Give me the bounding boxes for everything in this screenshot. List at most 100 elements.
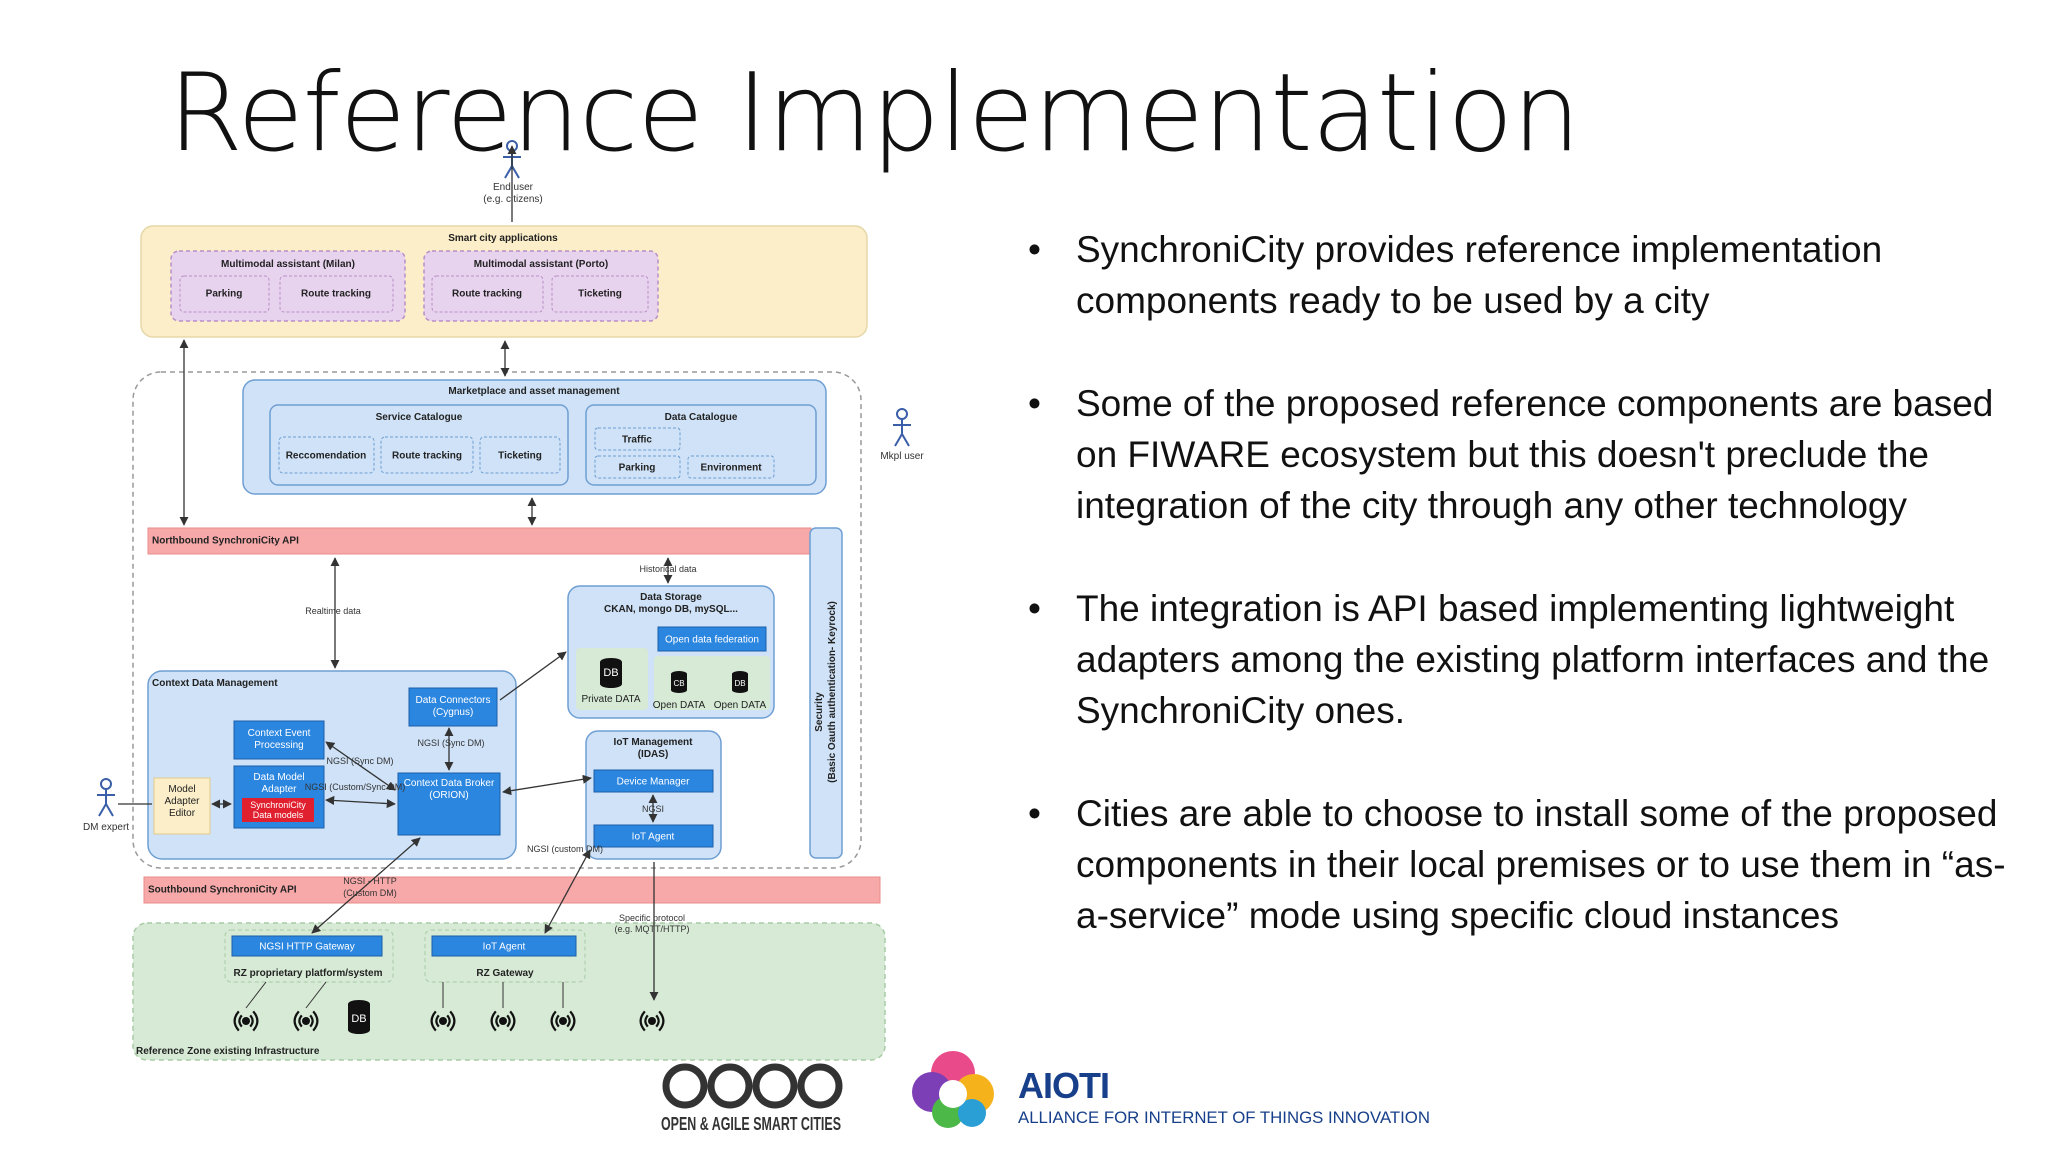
ngsi-gateway-label: NGSI HTTP Gateway: [259, 942, 354, 953]
cep-label-2: Processing: [254, 740, 303, 751]
platform-boundary: [132, 371, 862, 869]
sc-models-label-2: Data models: [253, 810, 304, 820]
device-manager-label: Device Manager: [617, 777, 690, 788]
model-editor-label: Model: [168, 784, 195, 795]
bullet-item: SynchroniCity provides reference impleme…: [1028, 224, 2028, 326]
data-traffic-label: Traffic: [622, 435, 652, 446]
mkpl-user-actor: [893, 408, 911, 447]
broker-label: Context Data Broker: [404, 778, 495, 789]
data-traffic: [594, 427, 681, 451]
reference-zone-title: Reference Zone existing Infrastructure: [136, 1046, 320, 1057]
rz-gateway-label: RZ Gateway: [476, 968, 534, 979]
milan-route-label: Route tracking: [301, 289, 371, 300]
connector-lines: [118, 145, 673, 1001]
dm-expert-label: DM expert: [83, 822, 129, 833]
db-small-label: DB: [734, 679, 745, 688]
service-catalogue-title: Service Catalogue: [376, 412, 463, 423]
sensor-icon: [233, 1010, 259, 1032]
porto-assistant-title: Multimodal assistant (Porto): [474, 259, 608, 270]
open-data-federation-label: Open data federation: [665, 635, 759, 646]
slide-title: Reference Implementation: [168, 51, 1581, 176]
database-icon: [671, 671, 687, 693]
porto-ticketing-label: Ticketing: [578, 289, 622, 300]
model-adapter-editor-box: [153, 777, 211, 835]
sc-models-label: SynchroniCity: [250, 800, 306, 810]
milan-route-tracking: [279, 275, 394, 313]
sensor-icon: [639, 1010, 665, 1032]
data-storage-subtitle: CKAN, mongo DB, mySQL...: [604, 604, 738, 615]
bullet-list: SynchroniCity provides reference impleme…: [1028, 224, 2028, 993]
data-connectors-box: [408, 687, 498, 727]
service-route-label: Route tracking: [392, 451, 462, 462]
data-parking-label: Parking: [619, 463, 656, 474]
rz-platform-label: RZ proprietary platform/system: [234, 968, 383, 979]
security-bar: [809, 527, 843, 859]
historical-data-label: Historical data: [639, 564, 696, 574]
open-data-label-2: Open DATA: [714, 700, 767, 711]
end-user-label: End user: [493, 182, 534, 193]
porto-ticketing: [551, 275, 649, 313]
dma-label: Data Model: [253, 772, 304, 783]
milan-parking-label: Parking: [206, 289, 243, 300]
sensor-icon: [430, 1010, 456, 1032]
aioti-logo-mark: [912, 1051, 994, 1128]
ngsi-custom-sync-label: NGSI (Custom/Sync DM): [305, 782, 406, 792]
service-ticketing: [479, 436, 561, 474]
ngsi-gateway-box: [231, 935, 383, 957]
private-data-label: Private DATA: [581, 694, 640, 705]
database-icon: [732, 671, 748, 693]
rz-iot-agent-label: IoT Agent: [483, 942, 526, 953]
ngsi-sync-dm-label: NGSI (Sync DM): [417, 738, 484, 748]
specific-protocol-label: Specific protocol: [619, 913, 685, 923]
specific-protocol-label-2: (e.g. MQTT/HTTP): [615, 924, 690, 934]
marketplace-title: Marketplace and asset management: [448, 386, 620, 397]
model-editor-label-2: Adapter: [164, 796, 200, 807]
aioti-tagline: ALLIANCE FOR INTERNET OF THINGS INNOVATI…: [1018, 1108, 1430, 1127]
security-label: Security: [814, 692, 825, 732]
cep-label: Context Event: [248, 728, 311, 739]
data-connectors-label: Data Connectors: [415, 695, 490, 706]
sensor-link: [245, 981, 267, 1009]
data-environment: [687, 455, 775, 479]
sensor-icon: [550, 1010, 576, 1032]
data-connectors-label-2: (Cygnus): [433, 707, 474, 718]
oasc-text: OPEN & AGILE SMART CITIES: [661, 1114, 841, 1134]
bullet-item: Some of the proposed reference component…: [1028, 378, 2028, 531]
aioti-name: AIOTI: [1018, 1065, 1109, 1106]
cb-label: CB: [673, 679, 684, 688]
sensor-icons: [233, 981, 665, 1032]
southbound-api-label: Southbound SynchroniCity API: [148, 885, 297, 896]
device-manager-box: [593, 769, 714, 793]
southbound-api-bar: [143, 876, 881, 904]
synchronicity-data-models-box: [242, 798, 314, 822]
rz-db-label: DB: [351, 1013, 366, 1025]
service-route-tracking: [380, 436, 474, 474]
iot-agent-box: [593, 824, 714, 848]
porto-route-tracking: [431, 275, 544, 313]
data-catalogue-title: Data Catalogue: [665, 412, 738, 423]
context-data-mgmt-title: Context Data Management: [152, 678, 278, 689]
ngsi-http-label-2: (Custom DM): [343, 888, 397, 898]
end-user-label-2: (e.g. citizens): [483, 194, 542, 205]
context-event-processing-box: [233, 720, 325, 760]
database-icon: [600, 658, 622, 688]
data-environment-label: Environment: [700, 463, 762, 474]
service-ticketing-label: Ticketing: [498, 451, 542, 462]
open-data-label-1: Open DATA: [653, 700, 706, 711]
rz-iot-agent-box: [431, 935, 577, 957]
iot-mgmt-title: IoT Management: [614, 737, 694, 748]
smart-city-apps-title: Smart city applications: [448, 233, 558, 244]
iot-agent-label: IoT Agent: [632, 832, 675, 843]
model-editor-label-3: Editor: [169, 808, 196, 819]
ngsi-label: NGSI: [642, 804, 664, 814]
service-reccomendation-label: Reccomendation: [286, 451, 367, 462]
bullet-item: Cities are able to choose to install som…: [1028, 788, 2028, 941]
ngsi-custom-dm-label: NGSI (custom DM): [527, 844, 603, 854]
dma-label-2: Adapter: [261, 784, 297, 795]
iot-mgmt-subtitle: (IDAS): [638, 749, 669, 760]
northbound-api-label: Northbound SynchroniCity API: [152, 536, 299, 547]
northbound-api-bar: [147, 527, 812, 555]
oasc-logo: [662, 1063, 843, 1109]
